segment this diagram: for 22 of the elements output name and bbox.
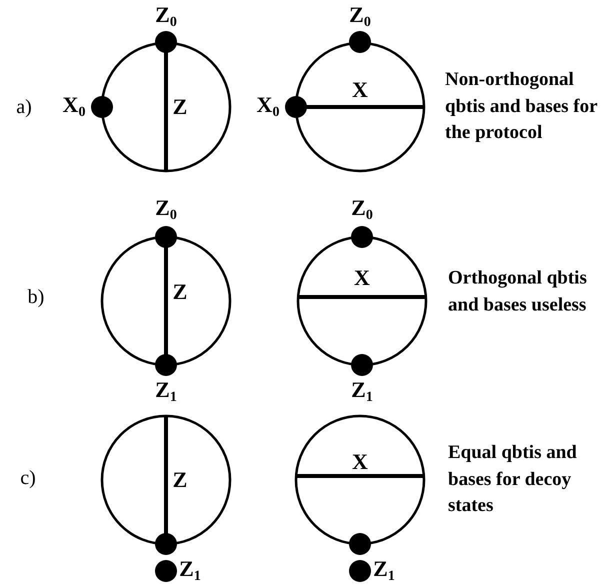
symbol-label: Z — [172, 96, 188, 118]
symbol-label: Z$_{0}$ — [349, 4, 371, 30]
symbol-label: Z$_{0}$ — [351, 197, 373, 223]
symbol-label: Z$_{1}$ — [373, 558, 395, 584]
symbol-label: Z$_{0}$ — [155, 197, 177, 223]
caption-text: Non-orthogonal qbtis and bases for the protocol — [445, 68, 598, 146]
panel-label: b) — [28, 287, 44, 307]
panel-label: a) — [16, 97, 32, 117]
symbol-label: X — [354, 267, 370, 289]
symbol-label: X — [352, 79, 368, 101]
caption-text: Equal qbtis and bases for decoy states — [448, 441, 578, 518]
symbol-label: Z$_{1}$ — [351, 379, 373, 405]
symbol-label: Z$_{1}$ — [155, 379, 177, 405]
caption-text: Orthogonal qbtis and bases useless — [448, 266, 588, 317]
symbol-label: Z$_{1}$ — [179, 558, 201, 584]
panel-label: c) — [20, 468, 36, 488]
symbol-label: X$_{0}$ — [62, 94, 86, 120]
symbol-label: Z$_{0}$ — [155, 4, 177, 30]
symbol-label: Z — [172, 281, 188, 303]
symbol-label: X — [352, 451, 368, 473]
symbol-label: X$_{0}$ — [256, 94, 280, 120]
symbol-label: Z — [172, 469, 188, 491]
